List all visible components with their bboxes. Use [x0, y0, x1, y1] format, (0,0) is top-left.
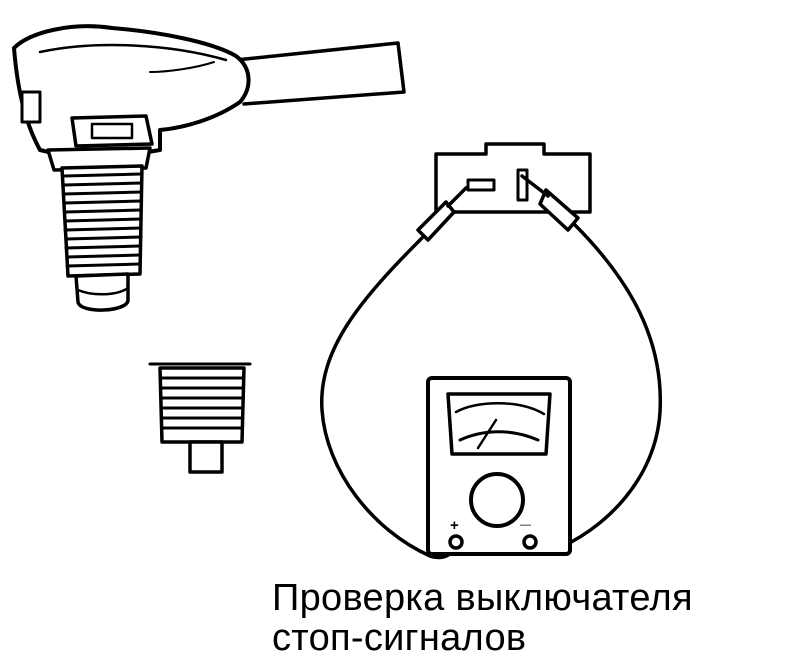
terminal-connector-block: [434, 142, 592, 214]
multimeter-selector-dial: [469, 472, 525, 528]
terminal-left: [466, 178, 496, 192]
switch-plunger: [74, 272, 130, 312]
stop-light-switch: [12, 24, 406, 312]
left-probe: [416, 186, 468, 242]
multimeter-plus-label: +: [450, 517, 459, 534]
diagram-caption: Проверка выключателя стоп-сигналов: [272, 578, 792, 658]
switch-plunger-detail: [148, 362, 252, 474]
switch-connector-terminals: [434, 142, 592, 214]
switch-threads: [62, 172, 143, 268]
multimeter-minus-jack: [522, 534, 538, 550]
caption-line-1: Проверка выключателя: [272, 577, 693, 619]
connector-side-window: [20, 90, 42, 124]
test-lead-wire-left: [320, 236, 458, 560]
switch-cable: [234, 41, 406, 106]
multimeter: [426, 376, 572, 556]
multimeter-minus-label: —: [520, 519, 531, 531]
multimeter-display: [446, 392, 552, 456]
multimeter-needle: [458, 430, 540, 442]
plunger-detail-tip: [188, 440, 224, 474]
terminal-right: [516, 168, 529, 202]
right-probe: [520, 174, 580, 232]
multimeter-plus-jack: [448, 534, 464, 550]
caption-line-2: стоп-сигналов: [272, 617, 527, 659]
